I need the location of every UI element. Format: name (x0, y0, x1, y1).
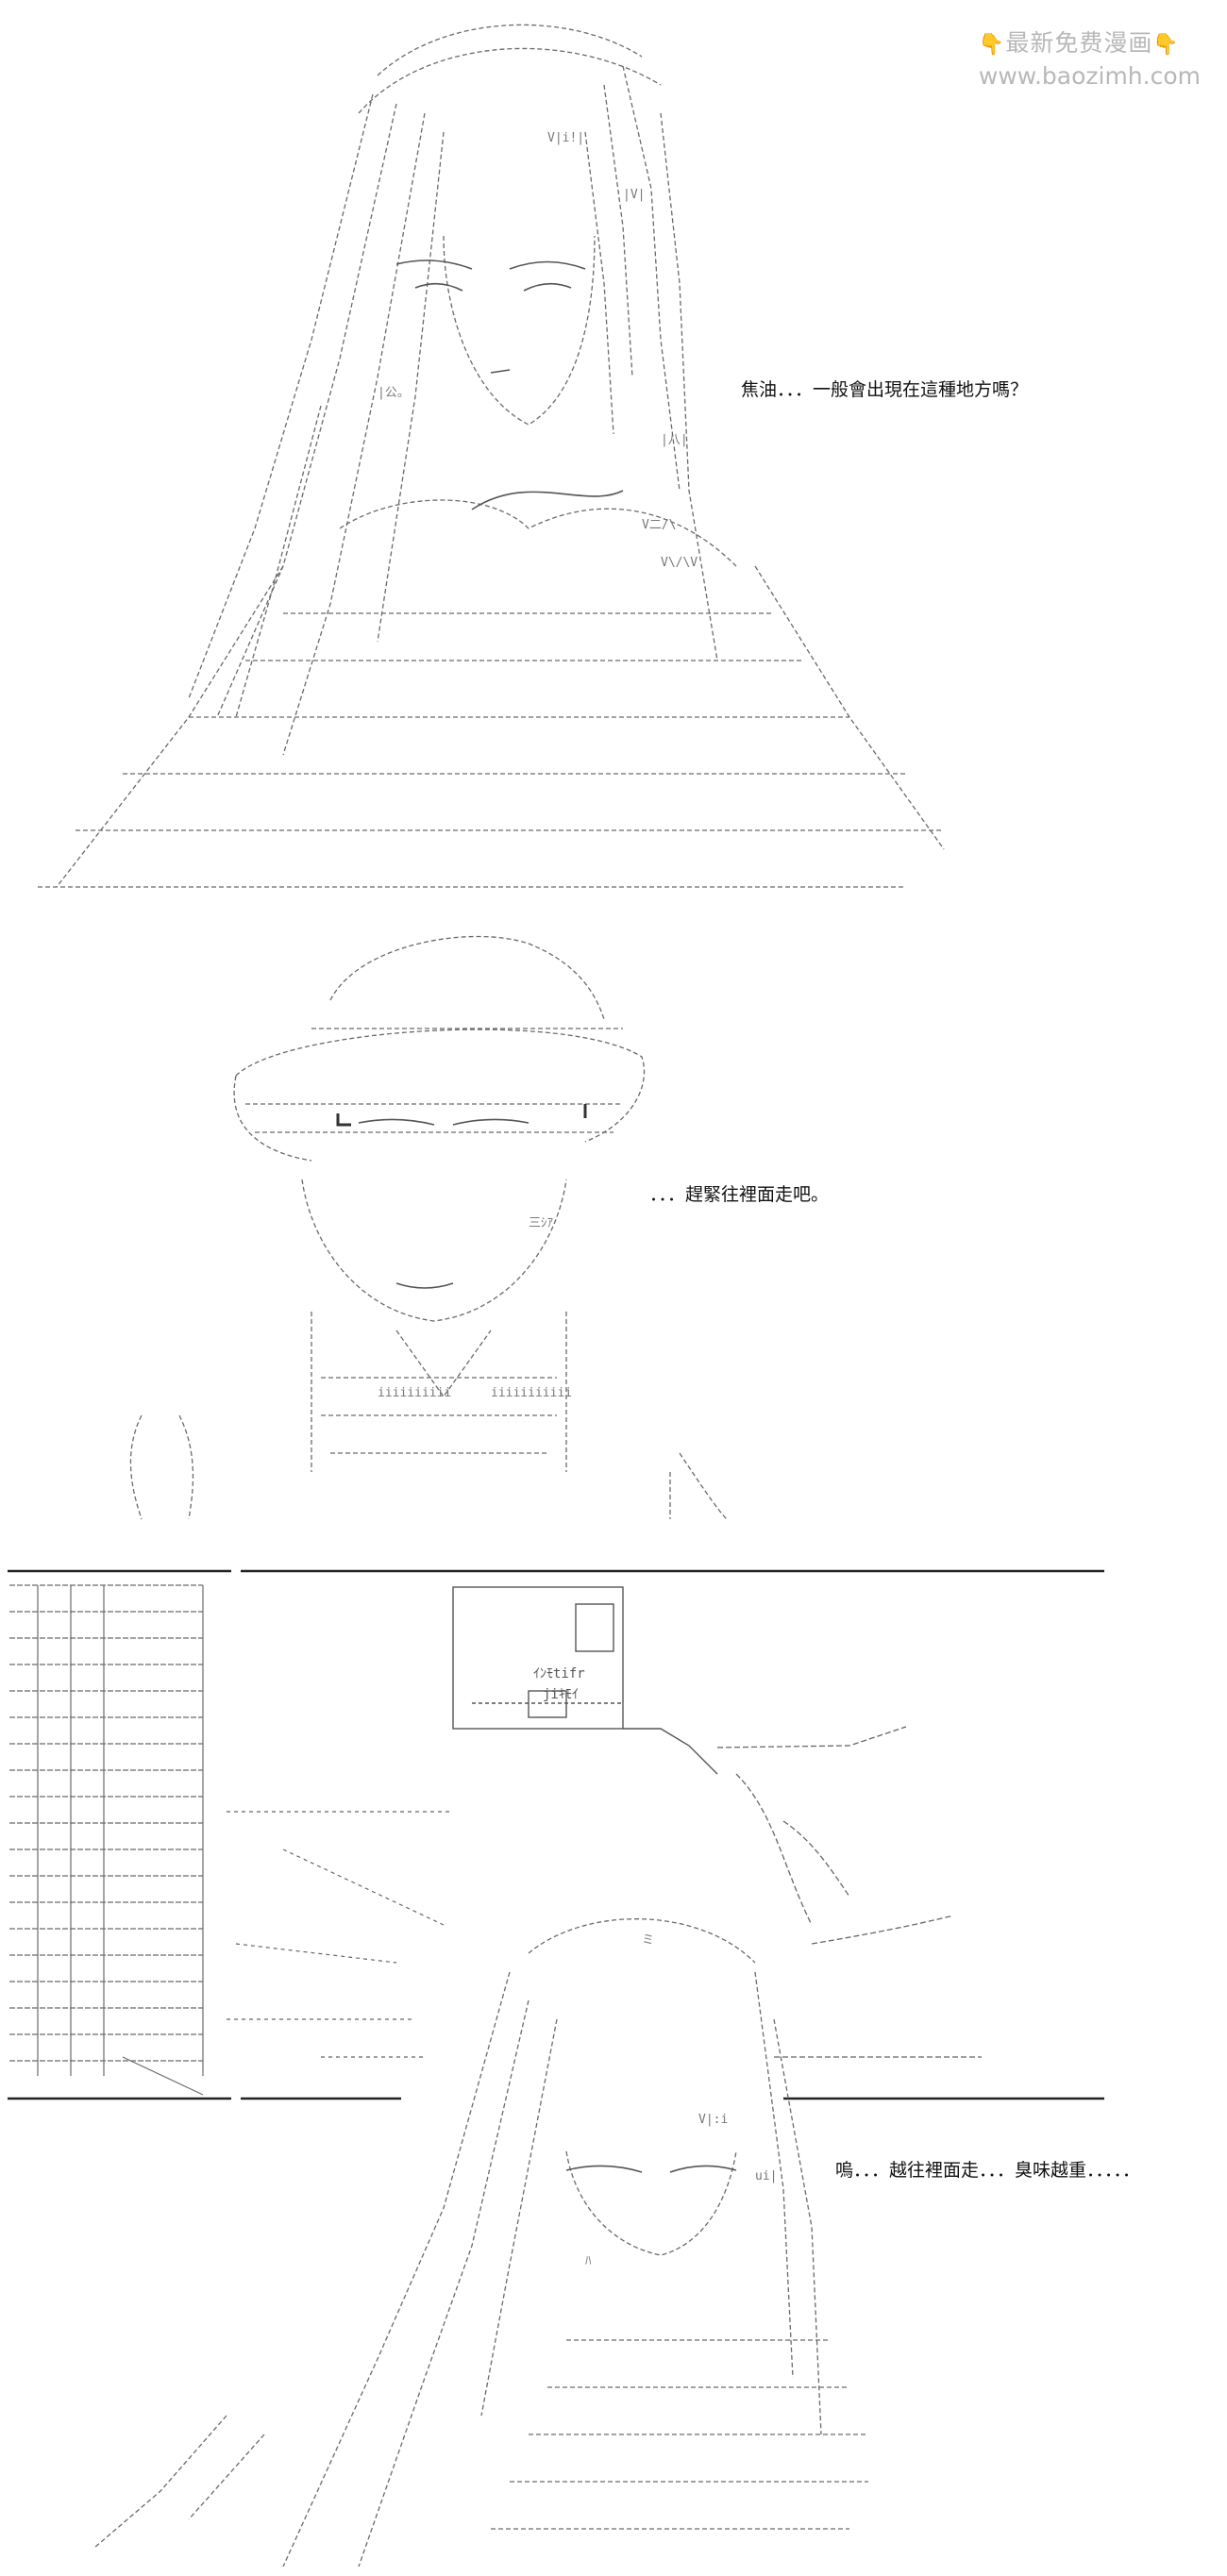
svg-text:V\/\V: V\/\V (661, 556, 698, 570)
svg-text:V|i!|: V|i!| (547, 131, 584, 145)
dialog-panel-2: ．．．趕緊往裡面走吧。 (649, 1184, 830, 1205)
panel-2-ascii-art: 三ｼｱ iiiiiiiiii iiiiiiiiiii (129, 935, 728, 1520)
svg-text:V|:i: V|:i (698, 2113, 728, 2127)
watermark-title: 最新免费漫画 (1005, 29, 1153, 57)
sign-text-line-2: jiｷﾓｲ (543, 1687, 579, 1702)
panel-1-ascii-art: V|i!| |V| |公。 |八| V二/\ V\/\V (38, 24, 945, 888)
watermark-title-row: 👇最新免费漫画👇 (979, 25, 1201, 59)
dialog-panel-3: 嗚．．．越往裡面走．．．臭味越重．．．．． (835, 2160, 1141, 2181)
svg-text:V二/\: V二/\ (642, 518, 676, 532)
svg-text:三ｼｱ: 三ｼｱ (529, 1216, 554, 1230)
watermark-url: www.baozimh.com (978, 62, 1201, 90)
watermark: 👇最新免费漫画👇 www.baozimh.com (979, 25, 1201, 90)
mouth-text-1: ﾊ (585, 2254, 592, 2268)
pointing-down-icon: 👇 (978, 33, 1006, 57)
svg-text:ui|: ui| (755, 2169, 777, 2183)
mouth-text-2: ミ (642, 1933, 654, 1948)
svg-text:iiiiiiiiii: iiiiiiiiii (378, 1386, 451, 1400)
svg-text:|公。: |公。 (378, 386, 410, 400)
svg-text:|V|: |V| (623, 188, 645, 202)
svg-text:iiiiiiiiiii: iiiiiiiiiii (491, 1386, 572, 1400)
sign-text-line-1: ｲﾝﾓtifr (533, 1666, 585, 1681)
panel-3-ascii-art: ｲﾝﾓtifr jiｷﾓｲ (8, 1569, 1104, 2568)
svg-text:|八|: |八| (661, 433, 688, 447)
dialog-panel-1: 焦油．．．一般會出現在這種地方嗎？ (741, 379, 1029, 400)
pointing-down-icon: 👇 (1152, 33, 1180, 57)
